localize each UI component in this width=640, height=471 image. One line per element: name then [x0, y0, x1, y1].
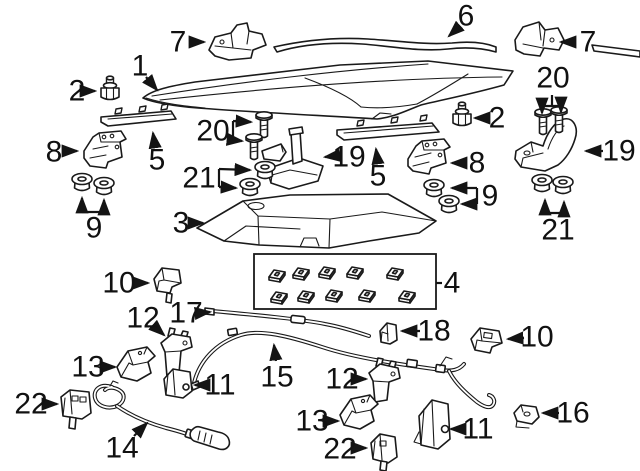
callout-9-left-label[interactable]: 9 [86, 212, 103, 245]
callout-8-left-label[interactable]: 8 [46, 136, 63, 169]
callout-9-right-label[interactable]: 9 [482, 180, 499, 213]
callout-12-left-label[interactable]: 12 [126, 302, 159, 335]
callout-7-left-label[interactable]: 7 [170, 26, 187, 59]
callout-14-label[interactable]: 14 [105, 432, 138, 465]
callout-19-right-label[interactable]: 19 [602, 135, 635, 168]
callout-4-label[interactable]: 4 [444, 267, 461, 300]
latch-bracket-12-right-drawing [368, 357, 401, 403]
callout-1-label[interactable]: 1 [132, 50, 149, 83]
callout-2-left-label[interactable]: 2 [69, 75, 86, 108]
callout-12-right-label[interactable]: 12 [325, 363, 358, 396]
nut-pair-21-right-drawing [531, 173, 574, 195]
hood-bumper-right-drawing [452, 101, 472, 127]
release-cable-lower-drawing [190, 327, 497, 410]
latch-bracket-12-left-drawing [160, 327, 193, 378]
callout-8-right-label[interactable]: 8 [469, 147, 486, 180]
callout-10-right-label[interactable]: 10 [520, 321, 553, 354]
callout-20-left-label[interactable]: 20 [196, 115, 229, 148]
hood-bumper-left-drawing [100, 75, 120, 101]
cowl-trim-edge-drawing [591, 44, 640, 58]
callout-11-right-label[interactable]: 11 [462, 413, 493, 446]
callout-5-left-label[interactable]: 5 [149, 144, 166, 177]
callout-11-left-label[interactable]: 11 [204, 369, 235, 402]
hood-latch-11-right-drawing [413, 399, 451, 450]
callout-13-right-label[interactable]: 13 [295, 405, 328, 438]
callout-labels: 1 2 2 3 4 5 5 6 7 7 8 8 9 9 10 10 11 11 … [14, 0, 635, 466]
cable-clip-10-right-drawing [470, 327, 503, 354]
callout-3-label[interactable]: 3 [173, 207, 190, 240]
callout-15-label[interactable]: 15 [260, 361, 293, 394]
callout-13-left-label[interactable]: 13 [71, 351, 104, 384]
callout-20-right-label[interactable]: 20 [536, 62, 569, 95]
latch-support-13-left-drawing [116, 346, 156, 382]
hood-reinforcement-right-drawing [336, 114, 440, 141]
callout-7-right-label[interactable]: 7 [580, 26, 597, 59]
hinge-bracket-left-drawing [83, 130, 127, 169]
nut-pair-9-left-drawing [71, 172, 115, 196]
callout-2-right-label[interactable]: 2 [489, 102, 506, 135]
grommet-16-drawing [513, 404, 540, 429]
hood-hinge-left-drawing [208, 22, 267, 61]
callout-21-right-label[interactable]: 21 [541, 214, 574, 247]
hood-insulator-pad-drawing [196, 193, 437, 249]
callout-19-left-label[interactable]: 19 [332, 141, 365, 174]
ajar-switch-left-drawing [60, 389, 92, 430]
callout-6-label[interactable]: 6 [458, 0, 475, 33]
callout-10-left-label[interactable]: 10 [102, 267, 135, 300]
callout-21-left-label[interactable]: 21 [182, 162, 215, 195]
cable-clip-18-drawing [379, 322, 398, 345]
retainer-clip-box-drawing [253, 253, 437, 310]
cable-clip-10-left-drawing [153, 267, 182, 304]
callout-22-right-label[interactable]: 22 [323, 433, 356, 466]
hinge-bracket-right-drawing [407, 138, 451, 175]
callout-arrows [41, 20, 603, 455]
hood-reinforcement-left-drawing [100, 103, 177, 127]
callout-5-right-label[interactable]: 5 [370, 160, 387, 193]
release-cable-upper-drawing [204, 307, 371, 338]
ajar-switch-right-drawing [370, 433, 398, 471]
callout-16-label[interactable]: 16 [556, 397, 589, 430]
hood-panel-drawing [142, 60, 514, 120]
latch-support-13-right-drawing [339, 394, 379, 430]
hood-latch-11-left-drawing [163, 368, 193, 399]
callout-17-label[interactable]: 17 [169, 297, 202, 330]
callout-18-label[interactable]: 18 [417, 315, 450, 348]
nut-pair-9-right-drawing [423, 178, 460, 214]
hood-hinge-right-drawing [514, 21, 565, 57]
callout-22-left-label[interactable]: 22 [14, 388, 47, 421]
release-handle-cable-drawing [92, 380, 231, 451]
hood-weatherstrip-drawing [273, 37, 497, 53]
hood-striker-drawing [261, 126, 324, 190]
